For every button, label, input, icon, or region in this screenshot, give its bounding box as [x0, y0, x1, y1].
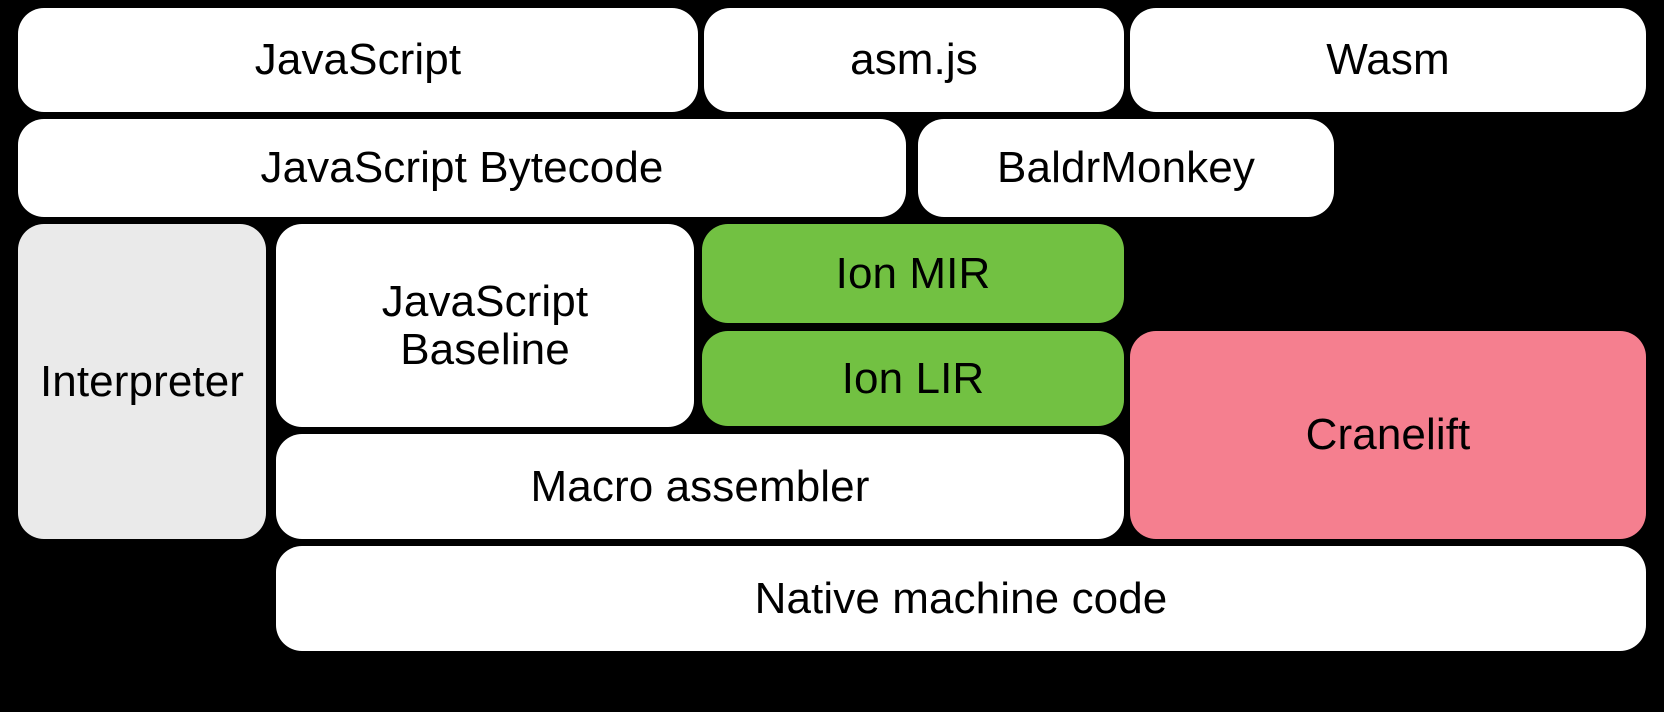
node-interpreter[interactable]: Interpreter — [18, 224, 266, 539]
node-native-machine-code[interactable]: Native machine code — [276, 546, 1646, 651]
node-javascript-bytecode[interactable]: JavaScript Bytecode — [18, 119, 906, 217]
node-asm-js[interactable]: asm.js — [704, 8, 1124, 112]
node-javascript[interactable]: JavaScript — [18, 8, 698, 112]
node-wasm[interactable]: Wasm — [1130, 8, 1646, 112]
node-javascript-baseline[interactable]: JavaScript Baseline — [276, 224, 694, 427]
node-cranelift[interactable]: Cranelift — [1130, 331, 1646, 539]
node-ion-mir[interactable]: Ion MIR — [702, 224, 1124, 323]
node-baldrmonkey[interactable]: BaldrMonkey — [918, 119, 1334, 217]
node-macro-assembler[interactable]: Macro assembler — [276, 434, 1124, 539]
node-ion-lir[interactable]: Ion LIR — [702, 331, 1124, 426]
